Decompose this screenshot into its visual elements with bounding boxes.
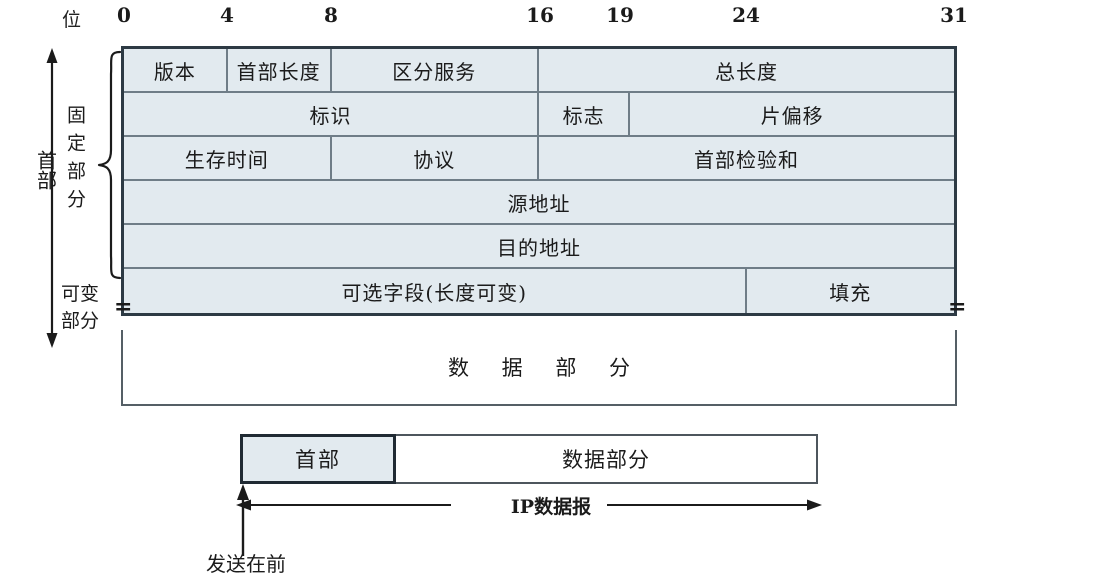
first-sent-text: 发送在前 — [206, 552, 286, 576]
datagram-header-box: 首部 — [240, 434, 396, 484]
field-options: 可选字段(长度可变) — [124, 269, 747, 313]
data-part-label: 数 据 部 分 — [447, 356, 644, 380]
field-version: 版本 — [124, 49, 228, 91]
data-part-box: 数 据 部 分 — [121, 330, 957, 406]
fixed-part-label: 固定部分 — [62, 105, 88, 223]
first-sent-label: 发送在前 — [186, 548, 306, 577]
fixed-part-brace-icon — [97, 50, 122, 280]
header-row-6-variable: 可选字段(长度可变) 填充 — [124, 269, 954, 313]
bit-tick-4: 4 — [220, 3, 234, 27]
field-identification: 标识 — [124, 93, 539, 135]
fixed-part-text: 固定部分 — [64, 105, 86, 217]
field-fragment-offset: 片偏移 — [760, 103, 824, 128]
first-sent-arrow-icon — [237, 484, 249, 556]
header-row-4: 源地址 — [124, 181, 954, 225]
bit-tick-31: 31 — [940, 3, 968, 27]
variable-part-text-line1: 可变 — [60, 283, 99, 305]
header-row-2: 标识 标志 片偏移 — [124, 93, 954, 137]
field-flags: 标志 — [539, 93, 631, 135]
bit-tick-0: 0 — [117, 3, 131, 27]
variable-part-text-line2: 部分 — [60, 310, 99, 332]
left-break-mark-icon: = — [114, 294, 133, 320]
ip-datagram-bar: 首部 数据部分 — [240, 434, 818, 484]
bit-ruler: 位 0 4 8 16 19 24 31 — [0, 0, 1102, 34]
field-protocol: 协议 — [332, 137, 539, 179]
header-row-1: 版本 首部长度 区分服务 总长度 — [124, 49, 954, 93]
variable-part-label: 可变 部分 — [52, 281, 108, 335]
datagram-data-box: 数据部分 — [396, 434, 818, 484]
header-span-arrow-icon — [46, 48, 58, 348]
datagram-header-label: 首部 — [295, 448, 341, 472]
bit-tick-24: 24 — [732, 3, 760, 27]
header-span-label: 首部 — [30, 150, 60, 196]
bit-unit-label: 位 — [62, 9, 82, 31]
field-total-length: 总长度 — [715, 59, 778, 84]
bit-tick-19: 19 — [606, 3, 634, 27]
field-padding: 填充 — [829, 280, 872, 305]
datagram-measure-arrow-icon — [236, 499, 822, 511]
ip-header-table: 版本 首部长度 区分服务 总长度 标识 标志 片偏移 生存时间 协议 首部检验和… — [121, 46, 957, 316]
field-source-address: 源地址 — [507, 191, 571, 216]
header-span-text: 首部 — [33, 150, 58, 190]
datagram-data-label: 数据部分 — [562, 448, 650, 472]
bit-tick-8: 8 — [324, 3, 338, 27]
header-row-3: 生存时间 协议 首部检验和 — [124, 137, 954, 181]
field-ttl: 生存时间 — [124, 137, 332, 179]
bit-tick-16: 16 — [526, 3, 554, 27]
right-break-mark-icon: = — [948, 294, 967, 320]
field-dscp: 区分服务 — [332, 49, 539, 91]
field-destination-address: 目的地址 — [497, 235, 581, 260]
field-header-length: 首部长度 — [228, 49, 332, 91]
field-header-checksum: 首部检验和 — [694, 147, 799, 172]
header-row-5: 目的地址 — [124, 225, 954, 269]
